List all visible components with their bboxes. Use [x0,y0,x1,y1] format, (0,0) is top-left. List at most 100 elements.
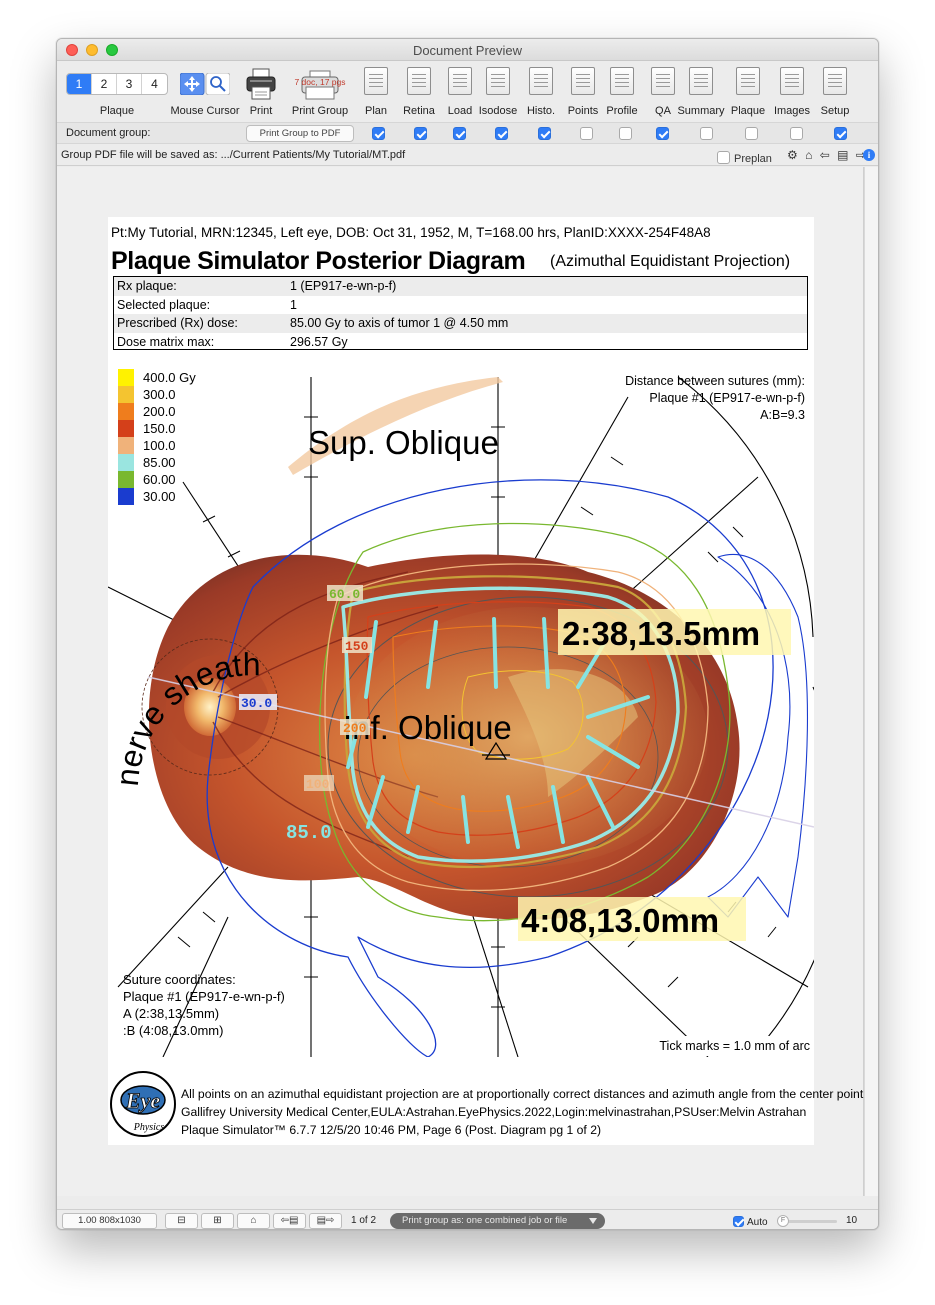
legend-label: 300.0 [143,387,176,402]
print-group-label: Print Group [291,105,349,117]
previous-page-icon: ⇦▤ [280,1215,299,1226]
eye-physics-logo: Eye Physics [110,1071,176,1137]
group-checkbox-setup[interactable] [834,127,847,140]
home-icon: ⌂ [250,1215,257,1226]
home-icon[interactable]: ⌂ [805,148,815,162]
group-checkbox-plan[interactable] [372,127,385,140]
next-page-button[interactable]: ▤⇨ [309,1213,342,1229]
vertical-scrollbar[interactable] [864,167,878,1196]
rx-row: Dose matrix max:296.57 Gy [114,333,807,352]
window-title: Document Preview [412,43,523,58]
print-group-icon [298,67,342,104]
footer-line-1: All points on an azimuthal equidistant p… [181,1087,867,1101]
rx-key: Dose matrix max: [117,334,215,349]
preview-canvas[interactable]: Pt:My Tutorial, MRN:12345, Left eye, DOB… [57,167,867,1196]
legend-swatch [118,386,134,403]
zoom-in-button[interactable]: ⊞ [201,1213,234,1229]
group-checkbox-points[interactable] [580,127,593,140]
home-button[interactable]: ⌂ [237,1213,270,1229]
suture-coords-title: Suture coordinates: [123,972,236,987]
group-checkbox-retina[interactable] [414,127,427,140]
document-icon[interactable]: ▤ [837,148,851,162]
preplan-label: Preplan [734,153,772,165]
posterior-diagram[interactable]: 400.0 Gy300.0200.0150.0100.085.0060.0030… [108,357,814,1057]
contour-label-30: 30.0 [241,696,272,711]
page-tab-4[interactable]: 4 [151,77,158,91]
legend-swatch [118,403,134,420]
legend-label: 30.00 [143,489,176,504]
back-page-icon[interactable]: ⇦ [819,148,832,162]
rx-key: Selected plaque: [117,297,211,312]
tool-label: Isodose [478,105,518,117]
legend-label: 100.0 [143,438,176,453]
legend-swatch [118,369,134,386]
page-tab-3[interactable]: 3 [117,74,142,94]
group-checkbox-profile[interactable] [619,127,632,140]
preplan-checkbox[interactable] [717,151,730,164]
zoom-field[interactable]: 1.00 808x1030 [62,1213,157,1229]
forward-page-icon[interactable]: ⇨ [855,148,868,162]
previous-page-button[interactable]: ⇦▤ [273,1213,306,1229]
print-group-badge: 7 doc, 17 pgs [294,77,346,87]
slider-knob[interactable]: F [777,1215,789,1227]
load-doc-icon [448,67,472,95]
rx-row: Prescribed (Rx) dose:85.00 Gy to axis of… [114,314,807,333]
setup-doc-icon [823,67,847,95]
plaque-tool-label: Plaque [99,105,135,117]
tool-label: Plan [364,105,388,117]
printer-icon [245,67,277,104]
document-preview-window: Document Preview 1 2 3 4 Plaque Mouse Cu… [56,38,879,1230]
auto-label: Auto [747,1217,768,1228]
print-mode-select[interactable]: Print group as: one combined job or file [390,1213,605,1229]
group-checkbox-histo[interactable] [538,127,551,140]
suture-distance-note: Distance between sutures (mm): Plaque #1… [625,374,805,422]
plaque-page-selector[interactable]: 1 2 3 4 [66,73,168,95]
optic-disc [184,678,236,736]
print-label: Print [249,105,273,117]
preplan-toggle[interactable]: Preplan [717,149,772,165]
group-checkbox-images[interactable] [790,127,803,140]
plaque-doc-icon [736,67,760,95]
group-checkbox-load[interactable] [453,127,466,140]
contour-label-100: 100 [306,777,330,792]
gear-icon[interactable]: ⚙ [787,148,800,162]
minimize-window-button[interactable] [86,44,98,56]
slider-value: 10 [846,1215,858,1226]
rx-value: 85.00 Gy to axis of tumor 1 @ 4.50 mm [290,316,509,330]
zoom-out-button[interactable]: ⊟ [165,1213,198,1229]
info-icon[interactable]: i [863,149,875,161]
histogram-doc-icon [529,67,553,95]
zoom-window-button[interactable] [106,44,118,56]
legend-swatch [118,471,134,488]
print-group-to-pdf-button[interactable]: Print Group to PDF [246,125,354,142]
close-window-button[interactable] [66,44,78,56]
group-checkbox-qa[interactable] [656,127,669,140]
group-checkbox-summary[interactable] [700,127,713,140]
document-group-label: Document group: [66,127,151,139]
tick-marks-note: Tick marks = 1.0 mm of arc [659,1039,810,1053]
mouse-cursor-label: Mouse Cursor [170,105,240,117]
tool-label: Histo. [526,105,556,117]
scale-slider[interactable]: F [777,1215,837,1227]
tool-label: Setup [820,105,850,117]
suture-coords-b: :B (4:08,13.0mm) [123,1023,223,1038]
page-tab-1[interactable]: 1 [67,74,92,94]
suture-note-line2: Plaque #1 (EP917-e-wn-p-f) [649,391,805,405]
suture-coords-plaque: Plaque #1 (EP917-e-wn-p-f) [123,989,285,1004]
suture-b-callout [518,897,746,941]
legend-label: 400.0 Gy [143,370,196,385]
title-bar: Document Preview [57,39,878,61]
cursor-move-icon[interactable] [179,72,231,96]
group-checkbox-plaque[interactable] [745,127,758,140]
group-checkbox-isodose[interactable] [495,127,508,140]
patient-header: Pt:My Tutorial, MRN:12345, Left eye, DOB… [111,225,711,240]
page-tab-2[interactable]: 2 [92,74,117,94]
auto-toggle[interactable]: Auto [733,1214,768,1228]
suture-note-line1: Distance between sutures (mm): [625,374,805,388]
pdf-save-path: Group PDF file will be saved as: .../Cur… [61,149,406,161]
auto-checkbox[interactable] [733,1216,744,1227]
nav-icons: ⚙ ⌂ ⇦ ▤ ⇨ [787,148,868,162]
tool-label: Retina [403,105,435,117]
footer-line-2: Gallifrey University Medical Center,EULA… [181,1105,807,1119]
rx-key: Rx plaque: [117,279,177,293]
